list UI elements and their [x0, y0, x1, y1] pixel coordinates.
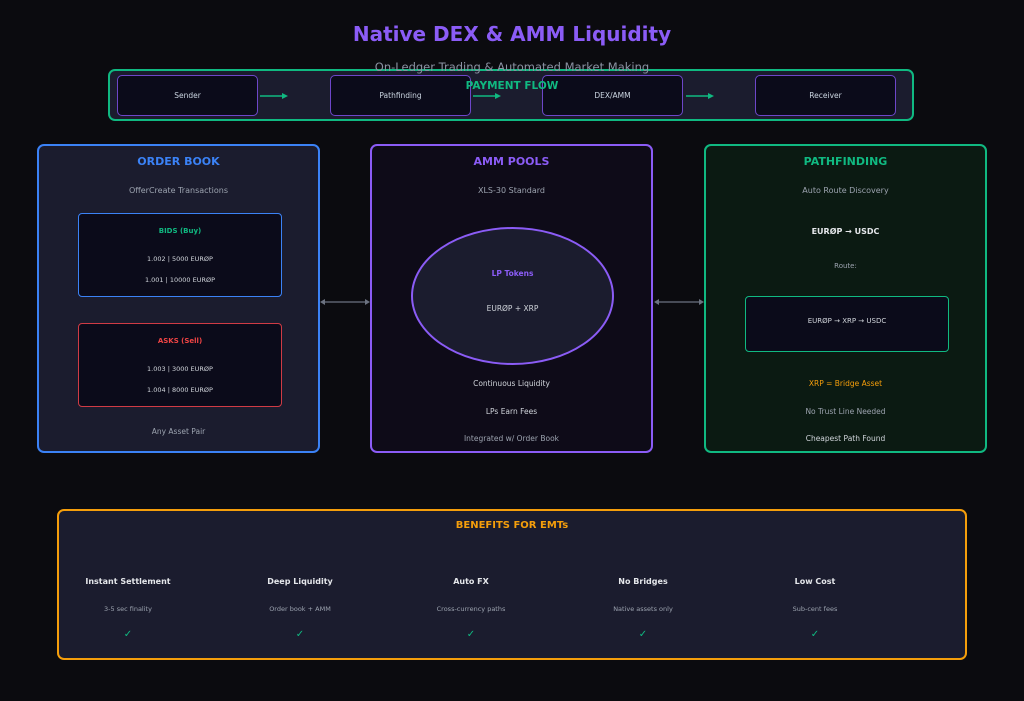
check-icon: ✓: [638, 629, 648, 640]
amm-feature: LPs Earn Fees: [485, 407, 538, 416]
lp-tokens-label: LP Tokens: [491, 269, 534, 278]
route-path: EURØP → XRP → USDC: [807, 317, 887, 325]
order-book-footer: Any Asset Pair: [151, 427, 206, 436]
flow-arrow-icon: [473, 93, 501, 99]
benefit-title: Deep Liquidity: [267, 577, 333, 586]
asks-box: ASKS (Sell) 1.003 | 3000 EURØP 1.004 | 8…: [78, 323, 282, 407]
flow-node-label: Pathfinding: [379, 91, 422, 100]
currency-pair: EURØP → USDC: [811, 227, 880, 236]
benefits-panel: [57, 509, 967, 660]
flow-node-dex-amm: DEX/AMM: [542, 75, 683, 116]
bridge-asset-note: XRP = Bridge Asset: [808, 379, 883, 388]
flow-node-label: Sender: [174, 91, 201, 100]
pathfinding-panel: PATHFINDING Auto Route Discovery EURØP →…: [704, 144, 987, 453]
payment-flow-label: PAYMENT FLOW: [465, 80, 559, 92]
benefit-subtitle: Cross-currency paths: [436, 605, 506, 613]
flow-arrow-icon: [260, 93, 288, 99]
bidirectional-arrow-icon: [320, 299, 370, 305]
benefit-subtitle: Native assets only: [613, 605, 673, 613]
pathfinding-feature: No Trust Line Needed: [805, 407, 886, 416]
flow-node-pathfinding: Pathfinding: [330, 75, 471, 116]
bid-row: 1.002 | 5000 EURØP: [147, 255, 213, 263]
order-book-panel: ORDER BOOK OfferCreate Transactions BIDS…: [37, 144, 320, 453]
order-book-subtitle: OfferCreate Transactions: [128, 186, 229, 195]
flow-node-sender: Sender: [117, 75, 258, 116]
pathfinding-feature: Cheapest Path Found: [805, 434, 886, 443]
bidirectional-arrow-icon: [654, 299, 704, 305]
order-book-title: ORDER BOOK: [137, 155, 220, 168]
pathfinding-title: PATHFINDING: [803, 155, 888, 168]
page-subtitle: On-Ledger Trading & Automated Market Mak…: [374, 60, 650, 74]
check-icon: ✓: [123, 629, 133, 640]
ask-row: 1.004 | 8000 EURØP: [147, 386, 213, 394]
route-box: EURØP → XRP → USDC: [745, 296, 949, 352]
benefit-title: Low Cost: [794, 577, 836, 586]
pathfinding-subtitle: Auto Route Discovery: [802, 186, 889, 195]
page-title: Native DEX & AMM Liquidity: [352, 22, 672, 46]
bid-row: 1.001 | 10000 EURØP: [144, 276, 216, 284]
amm-feature: Integrated w/ Order Book: [463, 434, 560, 443]
benefit-title: Instant Settlement: [85, 577, 171, 586]
flow-node-label: Receiver: [809, 91, 842, 100]
ask-row: 1.003 | 3000 EURØP: [147, 365, 213, 373]
amm-pools-subtitle: XLS-30 Standard: [477, 186, 546, 195]
route-label: Route:: [834, 262, 857, 270]
flow-node-receiver: Receiver: [755, 75, 896, 116]
liquidity-pool-ellipse: LP Tokens EURØP + XRP: [411, 227, 614, 365]
check-icon: ✓: [810, 629, 820, 640]
benefits-title: BENEFITS FOR EMTs: [455, 520, 569, 531]
benefit-subtitle: Order book + AMM: [269, 605, 331, 613]
benefit-subtitle: 3-5 sec finality: [104, 605, 152, 613]
amm-feature: Continuous Liquidity: [473, 379, 550, 388]
flow-arrow-icon: [686, 93, 714, 99]
benefit-title: No Bridges: [618, 577, 668, 586]
benefit-title: Auto FX: [453, 577, 489, 586]
amm-pools-title: AMM POOLS: [473, 155, 550, 168]
check-icon: ✓: [295, 629, 305, 640]
benefit-subtitle: Sub-cent fees: [792, 605, 838, 613]
bids-box: BIDS (Buy) 1.002 | 5000 EURØP 1.001 | 10…: [78, 213, 282, 297]
pool-pair-label: EURØP + XRP: [486, 304, 539, 313]
asks-label: ASKS (Sell): [157, 337, 203, 345]
amm-pools-panel: AMM POOLS XLS-30 Standard LP Tokens EURØ…: [370, 144, 653, 453]
flow-node-label: DEX/AMM: [594, 91, 631, 100]
check-icon: ✓: [466, 629, 476, 640]
bids-label: BIDS (Buy): [158, 227, 202, 235]
